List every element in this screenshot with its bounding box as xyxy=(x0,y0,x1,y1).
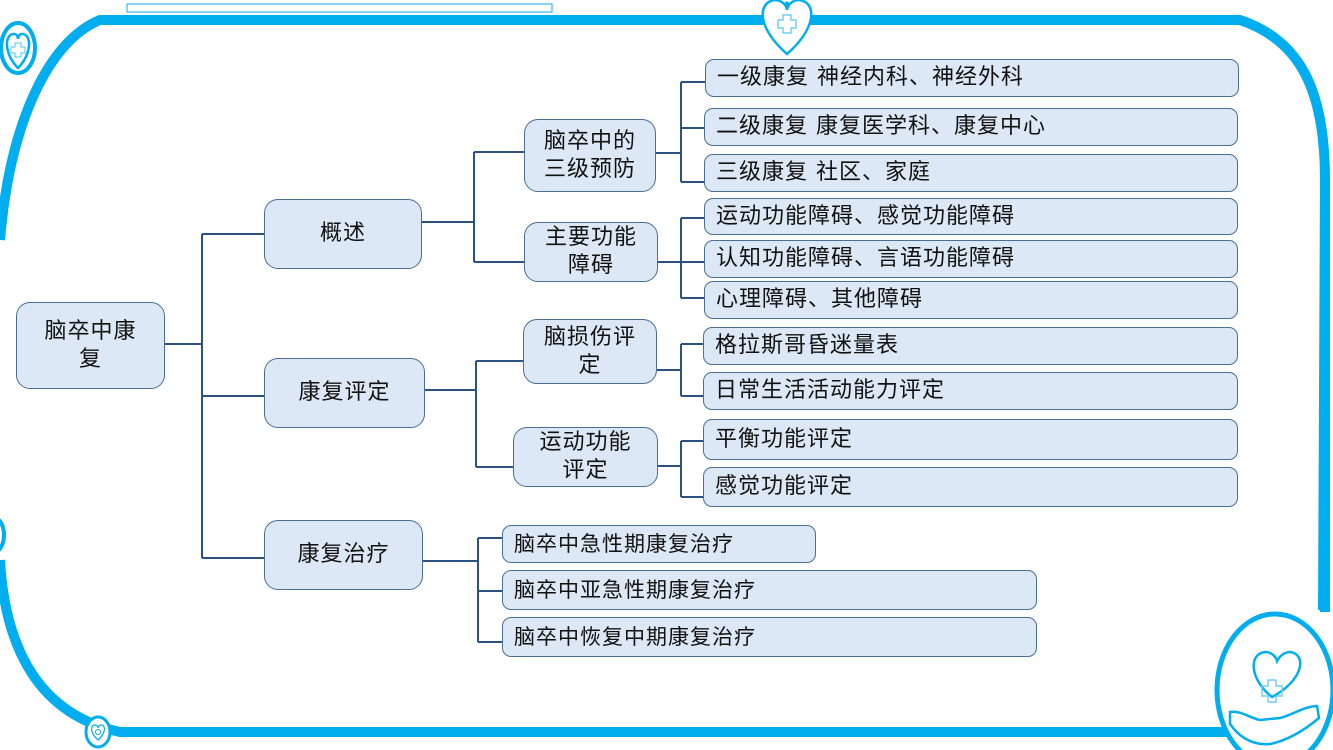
leaf-item[interactable]: 脑卒中恢复中期康复治疗 xyxy=(502,617,1037,657)
leaf-item[interactable]: 心理障碍、其他障碍 xyxy=(704,281,1238,319)
branch-label: 康复评定 xyxy=(298,380,391,405)
leaf-item[interactable]: 三级康复 社区、家庭 xyxy=(704,154,1238,192)
sub-label: 主要功能 障碍 xyxy=(544,225,637,278)
leaf-label: 感觉功能评定 xyxy=(715,474,854,499)
sub-main-dysfunctions[interactable]: 主要功能 障碍 xyxy=(524,222,658,282)
title-placeholder-box xyxy=(126,3,553,13)
sub-label: 运动功能 评定 xyxy=(539,430,632,483)
heart-cross-icon xyxy=(761,0,813,56)
branch-assessment[interactable]: 康复评定 xyxy=(264,358,425,428)
leaf-label: 一级康复 神经内科、神经外科 xyxy=(717,65,1024,90)
branch-overview[interactable]: 概述 xyxy=(264,199,422,269)
sub-three-level-prevention[interactable]: 脑卒中的 三级预防 xyxy=(524,119,656,192)
leaf-label: 运动功能障碍、感觉功能障碍 xyxy=(716,203,1016,229)
leaf-item[interactable]: 脑卒中急性期康复治疗 xyxy=(502,525,816,563)
leaf-item[interactable]: 一级康复 神经内科、神经外科 xyxy=(705,59,1239,97)
leaf-label: 平衡功能评定 xyxy=(715,426,854,452)
leaf-label: 日常生活活动能力评定 xyxy=(715,378,946,403)
branch-treatment[interactable]: 康复治疗 xyxy=(264,520,423,590)
sub-label: 脑卒中的 三级预防 xyxy=(543,128,636,182)
heart-hand-icon xyxy=(1214,611,1333,750)
leaf-label: 脑卒中急性期康复治疗 xyxy=(514,532,734,556)
branch-label: 概述 xyxy=(319,221,366,246)
leaf-label: 格拉斯哥昏迷量表 xyxy=(715,333,900,358)
branch-label: 康复治疗 xyxy=(297,542,390,567)
sub-motor-function-assessment[interactable]: 运动功能 评定 xyxy=(513,427,658,487)
leaf-item[interactable]: 格拉斯哥昏迷量表 xyxy=(703,327,1238,365)
leaf-item[interactable]: 认知功能障碍、言语功能障碍 xyxy=(704,240,1238,278)
leaf-label: 三级康复 社区、家庭 xyxy=(716,160,931,185)
heart-cross-icon xyxy=(0,21,37,75)
leaf-label: 脑卒中恢复中期康复治疗 xyxy=(514,625,756,649)
sub-label: 脑损伤评 定 xyxy=(543,324,636,378)
leaf-item[interactable]: 脑卒中亚急性期康复治疗 xyxy=(502,570,1037,610)
heart-icon xyxy=(0,518,6,552)
heart-icon xyxy=(84,715,112,749)
root-node[interactable]: 脑卒中康 复 xyxy=(16,302,165,389)
leaf-label: 认知功能障碍、言语功能障碍 xyxy=(716,246,1016,271)
leaf-item[interactable]: 二级康复 康复医学科、康复中心 xyxy=(704,108,1238,146)
leaf-item[interactable]: 日常生活活动能力评定 xyxy=(703,372,1238,410)
leaf-item[interactable]: 平衡功能评定 xyxy=(703,419,1238,460)
sub-brain-injury-assessment[interactable]: 脑损伤评 定 xyxy=(523,319,657,384)
root-label: 脑卒中康 复 xyxy=(44,318,137,372)
leaf-item[interactable]: 感觉功能评定 xyxy=(703,467,1238,507)
leaf-label: 心理障碍、其他障碍 xyxy=(716,287,924,312)
leaf-item[interactable]: 运动功能障碍、感觉功能障碍 xyxy=(704,198,1238,235)
leaf-label: 二级康复 康复医学科、康复中心 xyxy=(716,114,1046,139)
leaf-label: 脑卒中亚急性期康复治疗 xyxy=(514,578,756,602)
